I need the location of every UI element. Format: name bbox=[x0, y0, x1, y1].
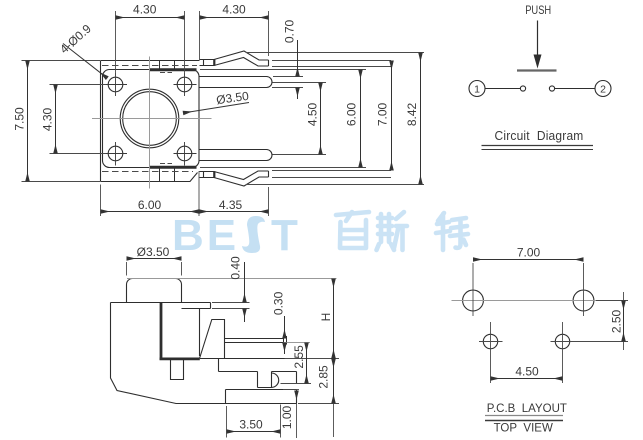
svg-text:T: T bbox=[271, 211, 298, 260]
svg-text:PUSH: PUSH bbox=[525, 3, 551, 17]
svg-text:2.50: 2.50 bbox=[610, 309, 624, 333]
svg-text:4-Ø0.9: 4-Ø0.9 bbox=[57, 21, 94, 56]
svg-text:1.00: 1.00 bbox=[280, 405, 294, 429]
svg-text:0.30: 0.30 bbox=[272, 291, 286, 315]
svg-text:H: H bbox=[319, 313, 333, 322]
svg-text:4.50: 4.50 bbox=[306, 102, 320, 126]
svg-text:7.00: 7.00 bbox=[517, 246, 541, 260]
svg-text:1: 1 bbox=[474, 84, 480, 96]
svg-text:4.50: 4.50 bbox=[515, 365, 539, 379]
svg-text:7.00: 7.00 bbox=[376, 102, 390, 126]
svg-text:8.42: 8.42 bbox=[405, 102, 419, 126]
svg-text:4.30: 4.30 bbox=[222, 3, 246, 17]
svg-text:0.40: 0.40 bbox=[228, 256, 242, 280]
svg-text:4.30: 4.30 bbox=[40, 107, 54, 131]
svg-text:Circuit Diagram: Circuit Diagram bbox=[495, 129, 584, 143]
svg-text:Ø3.50: Ø3.50 bbox=[215, 89, 250, 107]
svg-text:Ø3.50: Ø3.50 bbox=[137, 245, 170, 259]
svg-text:TOP VIEW: TOP VIEW bbox=[494, 423, 553, 435]
svg-text:0.70: 0.70 bbox=[283, 19, 297, 43]
svg-text:4.35: 4.35 bbox=[219, 198, 243, 212]
svg-text:4.30: 4.30 bbox=[133, 3, 157, 17]
svg-text:2.55: 2.55 bbox=[292, 345, 306, 369]
svg-text:7.50: 7.50 bbox=[13, 107, 27, 131]
svg-text:BE: BE bbox=[172, 211, 239, 260]
svg-text:3.50: 3.50 bbox=[239, 418, 263, 432]
svg-text:2.85: 2.85 bbox=[317, 365, 331, 389]
svg-text:6.00: 6.00 bbox=[138, 198, 162, 212]
svg-text:P.C.B LAYOUT: P.C.B LAYOUT bbox=[487, 403, 567, 415]
svg-text:6.00: 6.00 bbox=[345, 102, 359, 126]
svg-text:2: 2 bbox=[600, 84, 606, 96]
